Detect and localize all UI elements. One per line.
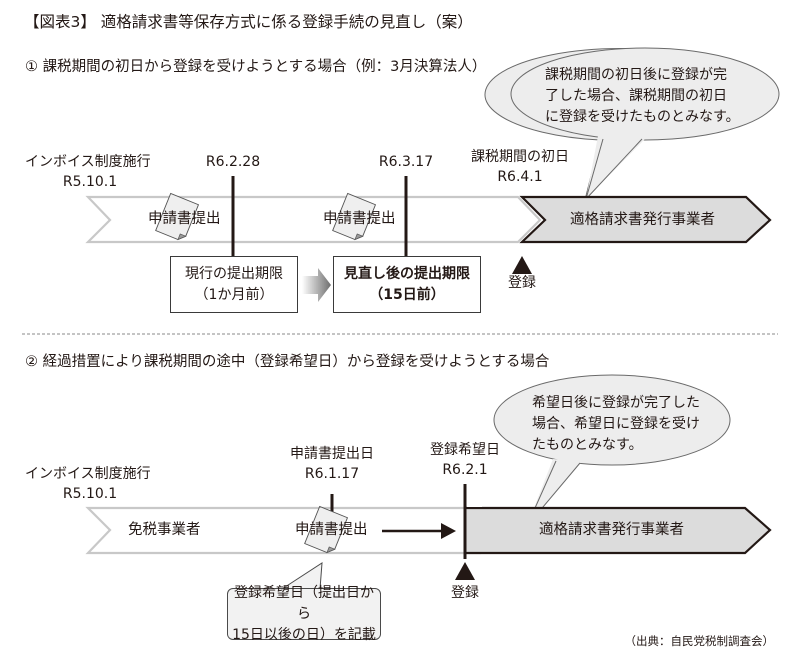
revised-deadline-date: R6.3.17 <box>378 154 434 170</box>
revised-deadline-box: 見直し後の提出期限 （15日前） <box>333 256 481 313</box>
start-date-1: R5.10.1 <box>62 174 118 190</box>
bubble-2-line2: 場合、希望日に登録を受け <box>532 416 700 432</box>
current-deadline-line2: （1か月前） <box>194 286 274 303</box>
filing-date-value: R6.1.17 <box>304 466 360 482</box>
note-line1: 登録希望日（提出日から <box>234 584 374 622</box>
registered-band-2-label: 適格請求書発行事業者 <box>539 522 684 538</box>
period-start-label: 課税期間の初日 <box>471 149 569 165</box>
speech-bubble-2-text: 希望日後に登録が完了した 場合、希望日に登録を受け たものとみなす。 <box>532 393 700 456</box>
section-2-heading: ② 経過措置により課税期間の途中（登録希望日）から登録を受けようとする場合 <box>25 354 550 370</box>
exempt-band-label: 免税事業者 <box>128 522 201 538</box>
bubble-2-line3: たものとみなす。 <box>532 437 643 453</box>
current-deadline-box: 現行の提出期限 （1か月前） <box>170 256 298 313</box>
document-icon-1 <box>155 192 200 241</box>
bubble-1-line2: 了した場合、課税期間の初日 <box>545 88 727 104</box>
period-start-date: R6.4.1 <box>497 169 543 185</box>
current-deadline-date: R6.2.28 <box>205 154 261 170</box>
registered-band-1 <box>519 195 772 244</box>
start-label-1: インボイス制度施行 <box>25 154 151 170</box>
pre-registration-band-1 <box>85 195 542 244</box>
current-deadline-line1: 現行の提出期限 <box>185 266 283 283</box>
registration-label-2: 登録 <box>451 585 479 601</box>
filing-label-2: 申請書提出 <box>323 211 396 227</box>
figure-title: 【図表3】 適格請求書等保存方式に係る登録手続の見直し（案） <box>24 13 473 31</box>
start-date-2: R5.10.1 <box>62 486 118 502</box>
filing-date-label: 申請書提出日 <box>290 446 374 462</box>
registration-label-1: 登録 <box>508 275 536 291</box>
arrow-right-icon <box>382 523 456 539</box>
document-icon-3 <box>304 505 349 554</box>
exempt-band-2 <box>85 506 482 555</box>
revised-deadline-line2: （15日前） <box>369 286 445 303</box>
filing-label-1: 申請書提出 <box>148 211 221 227</box>
start-label-2: インボイス制度施行 <box>25 466 151 482</box>
bubble-2-line1: 希望日後に登録が完了した <box>532 395 700 411</box>
document-icon-2 <box>332 192 377 241</box>
registration-triangle-icon-1 <box>512 256 532 274</box>
section-1-heading: ① 課税期間の初日から登録を受けようとする場合（例：3月決算法人） <box>25 59 487 75</box>
source-credit: （出典：自民党税制調査会） <box>624 634 775 648</box>
bubble-1-line3: に登録を受けたものとみなす。 <box>545 109 740 125</box>
speech-bubble-1-shape <box>484 47 780 201</box>
filing-label-3: 申請書提出 <box>295 522 368 538</box>
bubble-1-line1: 課税期間の初日後に登録が完 <box>545 67 727 83</box>
desired-date-note: 登録希望日（提出日から 15日以後の日）を記載 <box>227 585 381 643</box>
speech-bubble-1-text: 課税期間の初日後に登録が完 了した場合、課税期間の初日 に登録を受けたものとみな… <box>545 65 740 128</box>
transition-arrow <box>302 268 331 302</box>
desired-date-value: R6.2.1 <box>442 462 488 478</box>
registered-band-1-label: 適格請求書発行事業者 <box>570 212 715 228</box>
note-line2: 15日以後の日）を記載 <box>232 626 376 643</box>
note-callout-tail <box>281 562 323 590</box>
registration-triangle-icon-2 <box>455 562 475 580</box>
revised-deadline-line1: 見直し後の提出期限 <box>344 266 470 283</box>
desired-date-label: 登録希望日 <box>430 442 500 458</box>
